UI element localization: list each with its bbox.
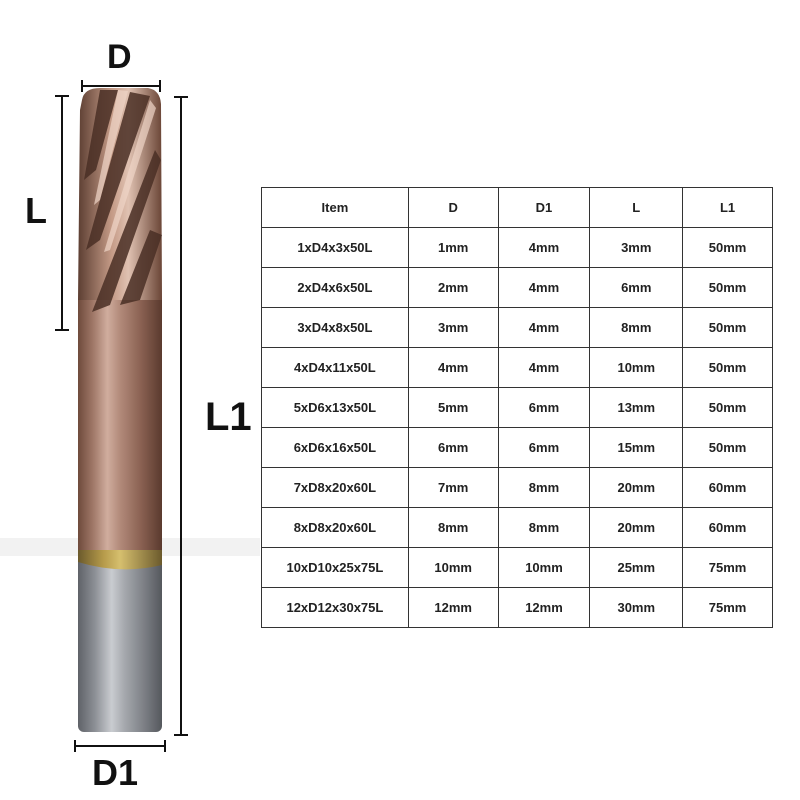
table-cell: 8mm: [497, 467, 591, 508]
table-cell: 60mm: [682, 467, 773, 508]
table-cell: 50mm: [682, 267, 773, 308]
header-cell-l1: L1: [682, 187, 773, 228]
table-row: 10xD10x25x75L 10mm 10mm 25mm 75mm: [261, 547, 773, 588]
helical-flutes: [84, 90, 162, 312]
header-cell-d: D: [407, 187, 499, 228]
table-cell: 12mm: [407, 587, 499, 628]
spec-table: Item D D1 L L1 1xD4x3x50L 1mm 4mm 3mm 50…: [261, 187, 773, 628]
table-cell: 8xD8x20x60L: [261, 507, 409, 548]
dimension-l-line: [55, 95, 69, 331]
flute-highlights: [94, 90, 156, 252]
dimension-label-d1: D1: [92, 752, 139, 793]
table-cell: 2mm: [407, 267, 499, 308]
table-cell: 4mm: [497, 347, 591, 388]
header-cell-item: Item: [261, 187, 409, 228]
table-cell: 5xD6x13x50L: [261, 387, 409, 428]
table-row: 3xD4x8x50L 3mm 4mm 8mm 50mm: [261, 307, 773, 348]
table-cell: 3xD4x8x50L: [261, 307, 409, 348]
table-cell: 4mm: [497, 307, 591, 348]
table-cell: 6mm: [407, 427, 499, 468]
table-cell: 6mm: [589, 267, 684, 308]
table-cell: 20mm: [589, 507, 684, 548]
table-cell: 8mm: [589, 307, 684, 348]
table-row: 2xD4x6x50L 2mm 4mm 6mm 50mm: [261, 267, 773, 308]
table-cell: 4mm: [497, 267, 591, 308]
table-cell: 2xD4x6x50L: [261, 267, 409, 308]
table-cell: 5mm: [407, 387, 499, 428]
header-cell-d1: D1: [497, 187, 591, 228]
dimension-d-line: [81, 80, 161, 92]
table-cell: 50mm: [682, 427, 773, 468]
table-cell: 8mm: [497, 507, 591, 548]
table-cell: 30mm: [589, 587, 684, 628]
table-cell: 7mm: [407, 467, 499, 508]
table-cell: 12mm: [497, 587, 591, 628]
dimension-label-l: L: [25, 190, 47, 231]
table-cell: 8mm: [407, 507, 499, 548]
table-cell: 75mm: [682, 547, 773, 588]
table-cell: 4mm: [407, 347, 499, 388]
table-cell: 50mm: [682, 307, 773, 348]
dimension-l1-line: [174, 96, 188, 736]
table-cell: 1xD4x3x50L: [261, 227, 409, 268]
table-cell: 60mm: [682, 507, 773, 548]
table-row: 12xD12x30x75L 12mm 12mm 30mm 75mm: [261, 587, 773, 628]
table-row: 4xD4x11x50L 4mm 4mm 10mm 50mm: [261, 347, 773, 388]
table-cell: 12xD12x30x75L: [261, 587, 409, 628]
table-cell: 3mm: [589, 227, 684, 268]
table-cell: 6mm: [497, 387, 591, 428]
table-cell: 7xD8x20x60L: [261, 467, 409, 508]
table-cell: 50mm: [682, 227, 773, 268]
header-cell-l: L: [589, 187, 684, 228]
table-cell: 50mm: [682, 387, 773, 428]
table-row: 7xD8x20x60L 7mm 8mm 20mm 60mm: [261, 467, 773, 508]
table-row: 8xD8x20x60L 8mm 8mm 20mm 60mm: [261, 507, 773, 548]
table-cell: 4mm: [497, 227, 591, 268]
bronze-shank: [78, 300, 162, 550]
dimension-d1-line: [74, 740, 166, 752]
table-cell: 3mm: [407, 307, 499, 348]
table-cell: 25mm: [589, 547, 684, 588]
end-mill-image: [0, 80, 260, 752]
table-row: 1xD4x3x50L 1mm 4mm 3mm 50mm: [261, 227, 773, 268]
table-cell: 6xD6x16x50L: [261, 427, 409, 468]
table-cell: 50mm: [682, 347, 773, 388]
table-cell: 75mm: [682, 587, 773, 628]
table-cell: 13mm: [589, 387, 684, 428]
table-body: 1xD4x3x50L 1mm 4mm 3mm 50mm 2xD4x6x50L 2…: [261, 227, 773, 628]
table-cell: 1mm: [407, 227, 499, 268]
table-cell: 10mm: [589, 347, 684, 388]
table-cell: 20mm: [589, 467, 684, 508]
steel-shank: [78, 548, 162, 732]
table-cell: 6mm: [497, 427, 591, 468]
dimension-label-d: D: [107, 38, 132, 76]
table-cell: 10mm: [407, 547, 499, 588]
dimension-label-l1: L1: [205, 395, 252, 439]
table-row: 5xD6x13x50L 5mm 6mm 13mm 50mm: [261, 387, 773, 428]
table-cell: 15mm: [589, 427, 684, 468]
table-cell: 10mm: [497, 547, 591, 588]
table-cell: 10xD10x25x75L: [261, 547, 409, 588]
table-cell: 4xD4x11x50L: [261, 347, 409, 388]
table-header-row: Item D D1 L L1: [261, 187, 773, 228]
table-row: 6xD6x16x50L 6mm 6mm 15mm 50mm: [261, 427, 773, 468]
